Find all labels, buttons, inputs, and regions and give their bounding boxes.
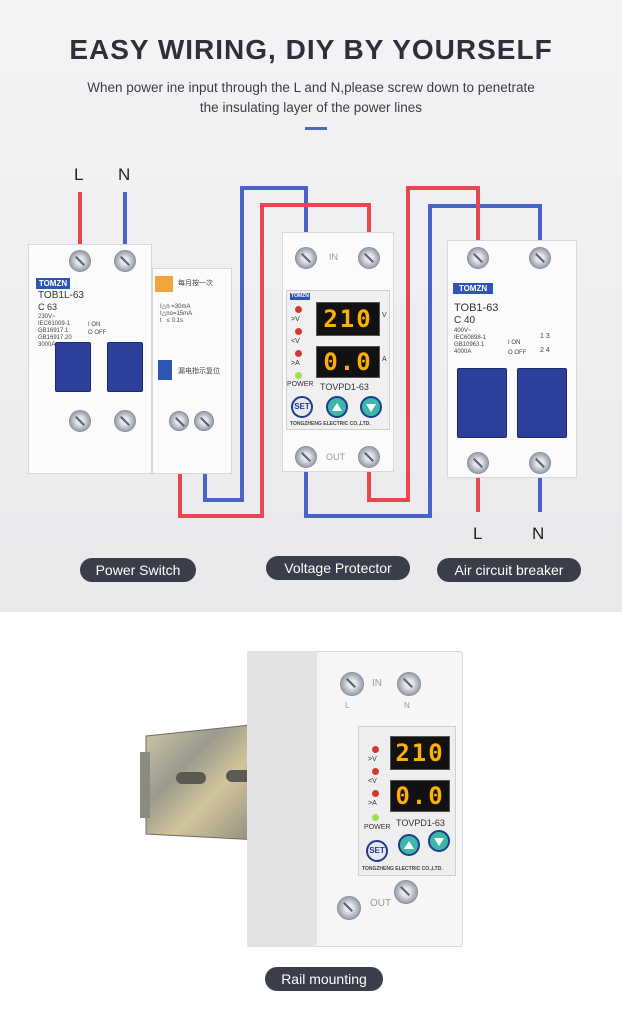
rail-power-label: POWER — [364, 824, 391, 831]
protector-set-button[interactable]: SET — [291, 396, 313, 418]
protector-screw-out-l — [295, 446, 317, 468]
protector-power-label: POWER — [287, 381, 314, 388]
power-switch-screw-l-in — [69, 250, 91, 272]
protector-in-label: IN — [329, 252, 338, 262]
protector-under-voltage-label: <V — [291, 338, 300, 345]
rail-screw-out-l — [337, 896, 361, 920]
air-breaker-handle-right[interactable] — [517, 368, 567, 438]
protector-current-display: 0.0 — [316, 346, 380, 378]
rail-terminal-l: L — [345, 701, 350, 710]
protector-maker: TONGZHENG ELECTRIC CO.,LTD. — [290, 421, 371, 427]
protector-voltage-display: 210 — [316, 302, 380, 336]
rail-out-label: OUT — [370, 898, 392, 909]
rail-led-over-voltage — [372, 746, 379, 753]
power-switch-test-note: 每月按一次 — [178, 280, 213, 287]
air-breaker-screw-in-3 — [529, 247, 551, 269]
protector-badge: TOMZN — [290, 293, 310, 300]
protector-unit-a: A — [382, 356, 387, 363]
power-switch-handle-left[interactable] — [55, 342, 91, 392]
rail-led-under-voltage — [372, 768, 379, 775]
power-switch-screw-l-out — [169, 411, 189, 431]
title-divider — [305, 127, 327, 130]
air-breaker-rating: C 40 — [454, 315, 476, 326]
switch-to-protector-neutral — [203, 186, 308, 502]
din-rail — [140, 723, 261, 841]
input-live-label: L — [74, 165, 84, 184]
rail-protector-side — [247, 651, 317, 947]
protector-led-over-voltage — [295, 306, 302, 313]
page-title: EASY WIRING, DIY BY YOURSELF — [69, 34, 553, 65]
power-switch-reset-indicator — [158, 360, 172, 380]
rail-screw-in-n — [397, 672, 421, 696]
rail-screw-out-n — [394, 880, 418, 904]
power-switch-screw-out-1 — [69, 410, 91, 432]
air-breaker-off-label: O OFF — [508, 350, 527, 356]
rail-up-button[interactable] — [398, 834, 420, 856]
rail-maker: TONGZHENG ELECTRIC CO.,LTD. — [362, 866, 443, 872]
air-breaker-specs: 400V~ IEC60898-1 GB10963.1 4000A — [454, 328, 487, 355]
rail-current-display: 0.0 — [390, 780, 450, 812]
power-switch-screw-n-out — [194, 411, 214, 431]
protector-to-breaker-neutral — [304, 204, 542, 518]
air-breaker-brand: TOMZN — [453, 283, 493, 294]
caption-rail-mounting: Rail mounting — [265, 967, 383, 991]
switch-to-protector-live — [178, 203, 371, 518]
protector-out-label: OUT — [326, 452, 345, 462]
input-neutral-label: N — [118, 165, 131, 184]
air-breaker-body — [447, 240, 577, 478]
power-switch-model: TOB1L-63 — [38, 290, 84, 301]
rail-in-label: IN — [372, 678, 382, 689]
rail-down-button[interactable] — [428, 830, 450, 852]
rail-screw-in-l — [340, 672, 364, 696]
power-switch-handle-right[interactable] — [107, 342, 143, 392]
rail-over-voltage-label: >V — [368, 756, 377, 763]
air-breaker-model: TOB1-63 — [454, 302, 499, 314]
rail-voltage-display: 210 — [390, 736, 450, 770]
air-breaker-screw-out-2 — [467, 452, 489, 474]
air-breaker-handle-left[interactable] — [457, 368, 507, 438]
rail-model: TOVPD1-63 — [396, 818, 445, 828]
rail-led-over-current — [372, 790, 379, 797]
power-switch-screw-n-in — [114, 250, 136, 272]
power-switch-brand: TOMZN — [36, 278, 70, 289]
protector-over-voltage-label: >V — [291, 316, 300, 323]
protector-led-under-voltage — [295, 328, 302, 335]
power-switch-leak-specs: I△n =30mA I△no=15mA t ≤ 0.1s — [160, 304, 193, 324]
power-switch-specs: 230V~ IEC61009-1 GB16917.1 GB16917.20 30… — [38, 314, 72, 348]
power-switch-test-button[interactable] — [155, 276, 173, 292]
power-switch-reset-note: 漏电指示复位 — [178, 368, 220, 375]
protector-screw-in-l — [295, 247, 317, 269]
caption-power-switch: Power Switch — [80, 558, 196, 582]
power-switch-on-label: I ON — [88, 322, 101, 328]
protector-led-power — [295, 372, 302, 379]
rail-terminal-n: N — [404, 701, 410, 710]
air-breaker-screw-in-1 — [467, 247, 489, 269]
rail-over-current-label: >A — [368, 800, 377, 807]
output-neutral-label: N — [532, 524, 545, 543]
power-switch-screw-out-2 — [114, 410, 136, 432]
protector-unit-v: V — [382, 312, 387, 319]
protector-model: TOVPD1-63 — [320, 382, 369, 392]
power-switch-off-label: O OFF — [88, 330, 107, 336]
air-breaker-on-label: I ON — [508, 340, 521, 346]
caption-voltage-protector: Voltage Protector — [266, 556, 410, 580]
rail-led-power — [372, 814, 379, 821]
protector-over-current-label: >A — [291, 360, 300, 367]
caption-air-breaker: Air circuit breaker — [437, 558, 581, 582]
page-subtitle: When power ine input through the L and N… — [87, 80, 535, 115]
protector-down-button[interactable] — [360, 396, 382, 418]
rail-under-voltage-label: <V — [368, 778, 377, 785]
protector-screw-in-n — [358, 247, 380, 269]
air-breaker-poles: 1 3 2 4 — [540, 333, 550, 354]
protector-screw-out-n — [358, 446, 380, 468]
protector-up-button[interactable] — [326, 396, 348, 418]
protector-to-breaker-live — [367, 186, 480, 502]
rail-set-button[interactable]: SET — [366, 840, 388, 862]
protector-led-over-current — [295, 350, 302, 357]
air-breaker-screw-out-4 — [529, 452, 551, 474]
power-switch-rating: C 63 — [38, 302, 58, 312]
output-live-label: L — [473, 524, 483, 543]
